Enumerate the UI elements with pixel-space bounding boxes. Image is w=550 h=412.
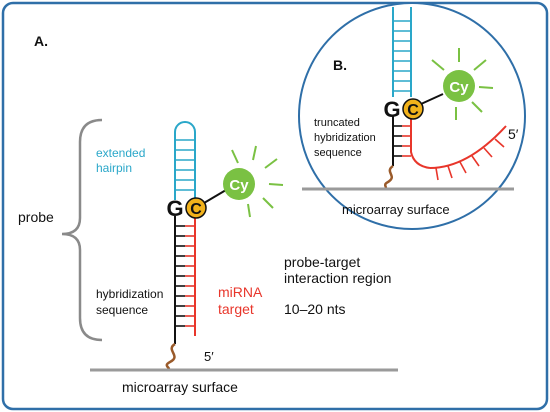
surface-linker-a bbox=[165, 342, 176, 372]
truncated-hybridization-label: truncated hybridization sequence bbox=[314, 117, 379, 159]
hairpin-stem-b bbox=[392, 7, 412, 97]
cy-dye-b bbox=[443, 70, 475, 102]
hybridization-duplex-a bbox=[174, 216, 196, 344]
c-base-a: C bbox=[190, 201, 202, 218]
surface-label-a: microarray surface bbox=[122, 379, 238, 395]
cy-dye-label-a: Cy bbox=[229, 177, 249, 194]
cy-dye-a bbox=[223, 168, 255, 200]
five-prime-label-a: 5′ bbox=[204, 349, 214, 364]
hairpin-stem-a bbox=[174, 121, 196, 200]
surface-label-b: microarray surface bbox=[342, 202, 450, 217]
mirna-target-tail-b bbox=[429, 125, 507, 181]
dye-linker-a bbox=[203, 189, 227, 204]
cy-dye-label-b: Cy bbox=[449, 79, 469, 96]
g-base-a: G bbox=[166, 196, 183, 221]
five-prime-label-b: 5′ bbox=[508, 126, 519, 142]
panel-a-letter: A. bbox=[34, 33, 48, 49]
length-range-label: 10–20 nts bbox=[284, 301, 346, 317]
dye-rays-b bbox=[431, 48, 494, 120]
g-base-b: G bbox=[383, 97, 400, 122]
surface-linker-b bbox=[383, 164, 394, 191]
interaction-region-label: probe-target interaction region bbox=[284, 254, 391, 286]
dye-rays-a bbox=[231, 145, 284, 218]
hybridization-sequence-label: hybridization sequence bbox=[96, 287, 167, 317]
dye-linker-b bbox=[420, 93, 444, 105]
c-base-circle-b bbox=[402, 98, 424, 120]
c-base-circle-a bbox=[185, 197, 207, 219]
c-base-b: C bbox=[407, 102, 419, 119]
probe-bracket bbox=[61, 118, 103, 342]
hybridization-duplex-b bbox=[392, 116, 431, 169]
extended-hairpin-label: extended hairpin bbox=[96, 146, 149, 175]
probe-label: probe bbox=[18, 209, 54, 225]
panel-b-letter: B. bbox=[333, 57, 347, 73]
mirna-target-label: miRNA target bbox=[218, 284, 265, 317]
